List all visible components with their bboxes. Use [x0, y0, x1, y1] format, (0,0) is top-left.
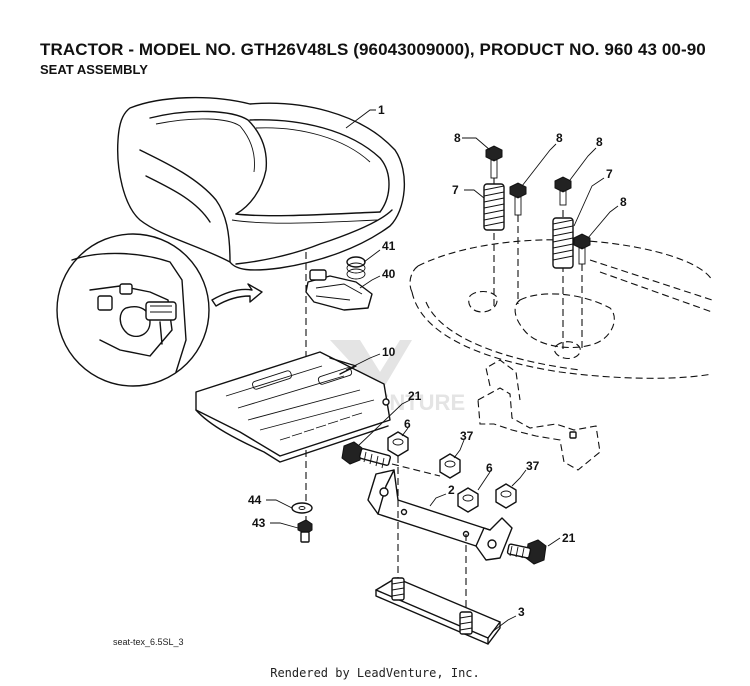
callout-8-c: 8: [596, 135, 603, 149]
detail-inset: [56, 233, 263, 387]
page-subtitle: SEAT ASSEMBLY: [40, 62, 148, 77]
seat-pan-10: [195, 351, 391, 463]
callout-labels: 1 8 8 8 8 7 7 41 40 10 21 6 37 6 37 2 21…: [248, 103, 627, 619]
page-title: TRACTOR - MODEL NO. GTH26V48LS (96043009…: [40, 40, 706, 59]
leader-lines: [266, 109, 619, 633]
bolt-8-c: [554, 176, 572, 350]
switch-40: [305, 269, 373, 311]
arrow-icon: [211, 283, 263, 307]
callout-21-left: 21: [408, 389, 422, 403]
nut-6-b: [457, 487, 479, 513]
callout-1: 1: [378, 103, 385, 117]
spring-7-right: [552, 217, 574, 269]
tractor-frame: [409, 239, 713, 471]
washer-44: [291, 502, 313, 514]
locknut-37-a: [439, 453, 461, 479]
callout-7-left: 7: [452, 183, 459, 197]
watermark-logo: [330, 340, 412, 394]
callout-6-b: 6: [486, 461, 493, 475]
callout-40: 40: [382, 267, 396, 281]
bolt-21-left: [341, 441, 441, 477]
rail-3: [375, 577, 501, 645]
render-credit: Rendered by LeadVenture, Inc.: [270, 666, 480, 680]
nut-6-a: [387, 431, 409, 500]
callout-7-right: 7: [606, 167, 613, 181]
callout-21-right: 21: [562, 531, 576, 545]
seat-cushion: [116, 96, 406, 540]
callout-10: 10: [382, 345, 396, 359]
bolt-8-b: [509, 182, 527, 304]
spring-7-left: [483, 183, 505, 231]
callout-37-b: 37: [526, 459, 540, 473]
callout-8-b: 8: [556, 131, 563, 145]
callout-2: 2: [448, 483, 455, 497]
bolt-21-right: [506, 539, 547, 565]
callout-3: 3: [518, 605, 525, 619]
spring-41: [346, 256, 366, 280]
callout-44: 44: [248, 493, 262, 507]
drawing-code: seat-tex_6.5SL_3: [113, 637, 184, 647]
callout-41: 41: [382, 239, 396, 253]
callout-37-a: 37: [460, 429, 474, 443]
frame-hole-icon: [569, 431, 577, 439]
callout-8-a: 8: [454, 131, 461, 145]
bolt-8-d: [573, 233, 591, 348]
bracket-2: [367, 469, 513, 614]
locknut-37-b: [495, 483, 517, 509]
callout-6-a: 6: [404, 417, 411, 431]
screw-43: [297, 519, 313, 543]
callout-43: 43: [252, 516, 266, 530]
callout-8-d: 8: [620, 195, 627, 209]
